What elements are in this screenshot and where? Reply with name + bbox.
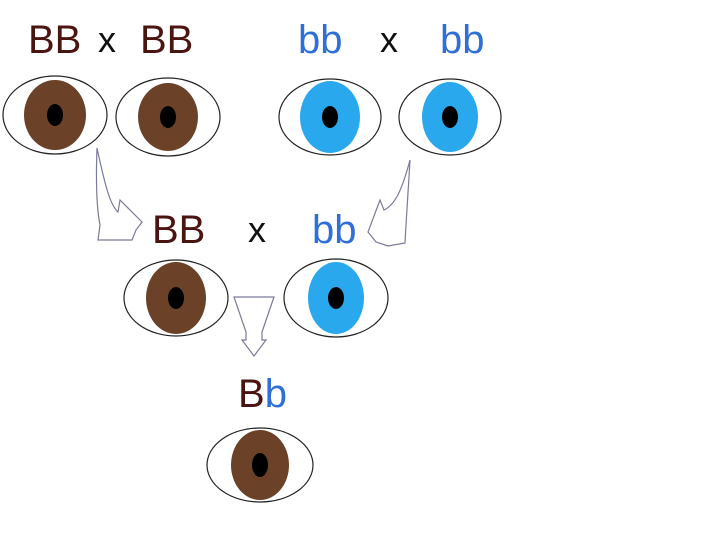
eye-icon <box>2 75 108 155</box>
arrow-icon <box>95 147 143 241</box>
parent-a-genotype: BB <box>152 208 206 252</box>
grandparent-left-cross-symbol: x <box>98 19 116 60</box>
eye-icon <box>115 77 221 157</box>
eye-icon <box>123 259 229 337</box>
grandparent-left-a-genotype: BB <box>28 18 82 62</box>
grandparent-right-cross-symbol: x <box>380 19 398 60</box>
offspring-dominant-allele: B <box>238 372 265 416</box>
offspring-genotype: Bb <box>238 374 287 414</box>
parent-b-genotype: bb <box>312 208 357 252</box>
eye-icon <box>398 78 502 156</box>
grandparent-left-b-genotype: BB <box>140 18 194 62</box>
offspring-recessive-allele: b <box>264 372 287 416</box>
parent-cross-symbol: x <box>248 209 266 250</box>
grandparent-right-b-genotype: bb <box>440 18 485 62</box>
eye-icon <box>206 427 314 503</box>
eye-icon <box>283 258 389 338</box>
arrow-icon <box>367 159 411 247</box>
eye-icon <box>278 78 382 156</box>
grandparent-right-a-genotype: bb <box>298 18 343 62</box>
arrow-icon <box>233 296 275 357</box>
